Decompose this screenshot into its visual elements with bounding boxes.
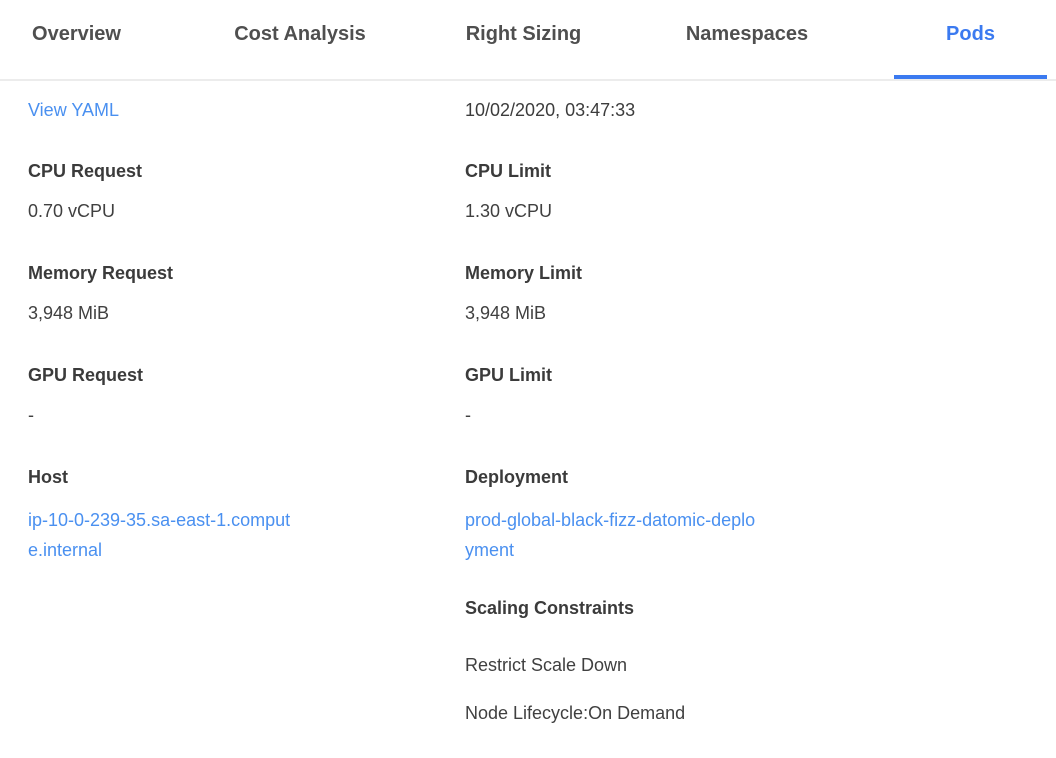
gpu-request-field: GPU Request - <box>28 363 465 427</box>
memory-row: Memory Request 3,948 MiB Memory Limit 3,… <box>28 261 1028 363</box>
tab-pods[interactable]: Pods <box>894 0 1047 79</box>
host-field: Host ip-10-0-239-35.sa-east-1.compute.in… <box>28 465 465 565</box>
cpu-limit-value: 1.30 vCPU <box>465 201 553 221</box>
cpu-request-value: 0.70 vCPU <box>28 201 116 221</box>
scaling-constraints-title: Scaling Constraints <box>465 598 635 618</box>
host-link[interactable]: ip-10-0-239-35.sa-east-1.compute.interna… <box>28 510 291 560</box>
gpu-limit-value: - <box>465 405 471 425</box>
memory-limit-label: Memory Limit <box>465 263 583 283</box>
cpu-request-field: CPU Request 0.70 vCPU <box>28 159 465 223</box>
tab-namespaces[interactable]: Namespaces <box>685 22 809 45</box>
deployment-link[interactable]: prod-global-black-fizz-datomic-deploymen… <box>465 510 756 560</box>
pod-details-panel: View YAML 10/02/2020, 03:47:33 CPU Reque… <box>0 81 1056 749</box>
gpu-limit-label: GPU Limit <box>465 365 553 385</box>
cpu-request-label: CPU Request <box>28 161 143 181</box>
memory-request-value: 3,948 MiB <box>28 303 110 323</box>
gpu-request-value: - <box>28 405 34 425</box>
host-label: Host <box>28 467 68 487</box>
tab-cost-analysis[interactable]: Cost Analysis <box>234 22 366 45</box>
cpu-row: CPU Request 0.70 vCPU CPU Limit 1.30 vCP… <box>28 159 1028 261</box>
memory-limit-field: Memory Limit 3,948 MiB <box>465 261 1028 325</box>
memory-request-label: Memory Request <box>28 263 174 283</box>
deployment-label: Deployment <box>465 467 569 487</box>
scaling-constraint-restrict-scale-down: Restrict Scale Down <box>465 655 628 675</box>
cpu-limit-label: CPU Limit <box>465 161 552 181</box>
deployment-field: Deployment prod-global-black-fizz-datomi… <box>465 465 1028 565</box>
host-deployment-row: Host ip-10-0-239-35.sa-east-1.compute.in… <box>28 465 1028 749</box>
gpu-request-label: GPU Request <box>28 365 144 385</box>
details-header-row: View YAML 10/02/2020, 03:47:33 <box>28 98 1028 122</box>
tab-right-sizing[interactable]: Right Sizing <box>465 22 582 45</box>
view-yaml-link[interactable]: View YAML <box>28 100 120 120</box>
scaling-constraint-node-lifecycle: Node Lifecycle:On Demand <box>465 703 686 723</box>
gpu-row: GPU Request - GPU Limit - <box>28 363 1028 465</box>
memory-request-field: Memory Request 3,948 MiB <box>28 261 465 325</box>
gpu-limit-field: GPU Limit - <box>465 363 1028 427</box>
memory-limit-value: 3,948 MiB <box>465 303 547 323</box>
tab-bar: Overview Cost Analysis Right Sizing Name… <box>0 0 1056 81</box>
tab-overview[interactable]: Overview <box>32 22 121 45</box>
scaling-constraints-section: Scaling Constraints Restrict Scale Down … <box>465 596 1028 725</box>
cpu-limit-field: CPU Limit 1.30 vCPU <box>465 159 1028 223</box>
pod-timestamp: 10/02/2020, 03:47:33 <box>465 100 636 120</box>
